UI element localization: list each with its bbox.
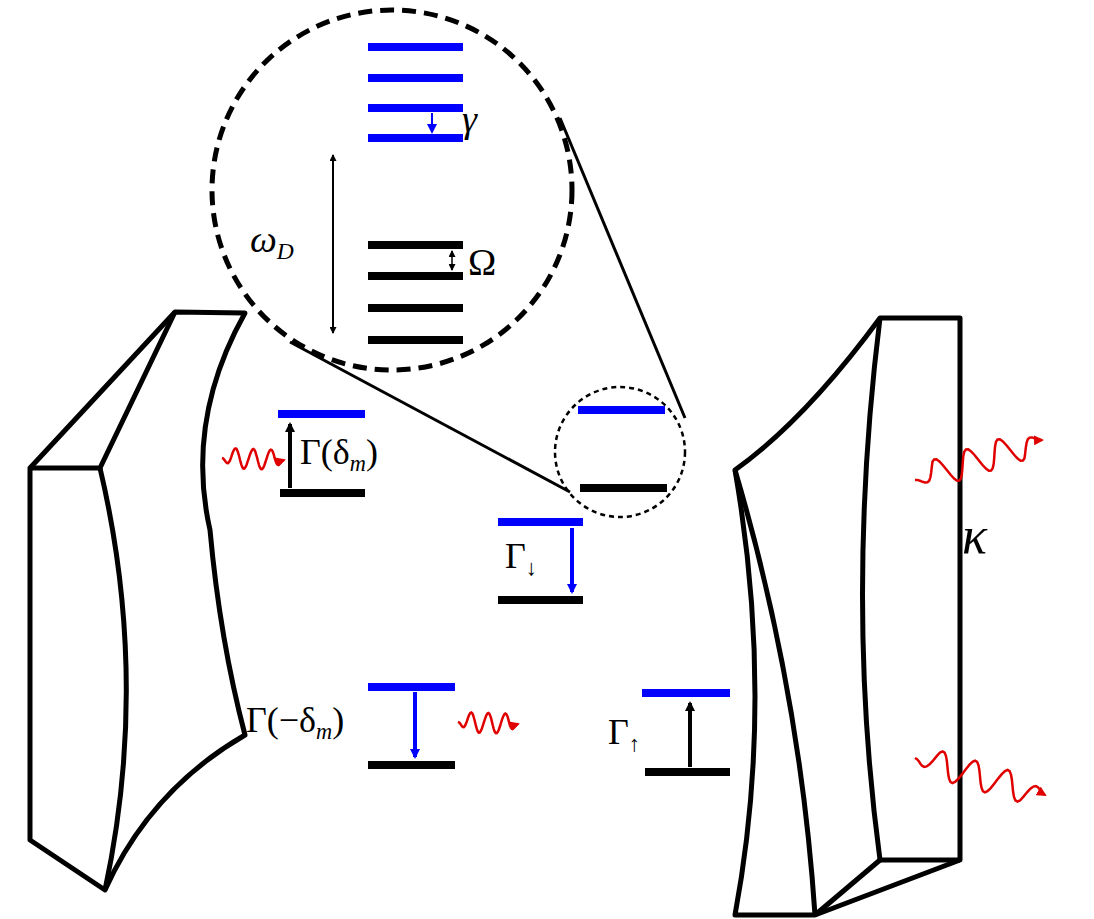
rate-down-label: Γ↓ [505,538,537,579]
gamma-label: γ [462,100,477,138]
omega-d-arrow [332,155,334,333]
photon-waves [222,437,1045,801]
right-mirror [735,318,960,915]
rate-up-label: Γ↑ [608,714,640,755]
omega-arrow [451,251,453,270]
omega-d-label: ωD [250,220,294,264]
zoom-inset [212,10,685,517]
energy-ladder [368,47,463,340]
photon-wave [222,449,284,470]
photon-wave [915,751,1045,801]
two-level-systems [278,410,730,772]
kappa-label: κ [962,510,987,562]
photon-wave [915,437,1042,482]
left-mirror [30,312,245,890]
gamma-arrow [431,113,433,132]
rate-emit-label: Γ(−δm) [246,702,344,743]
transition-arrows [290,424,690,767]
rate-absorb-label: Γ(δm) [300,434,378,475]
omega-label: Ω [468,243,496,281]
photon-wave [458,713,518,734]
